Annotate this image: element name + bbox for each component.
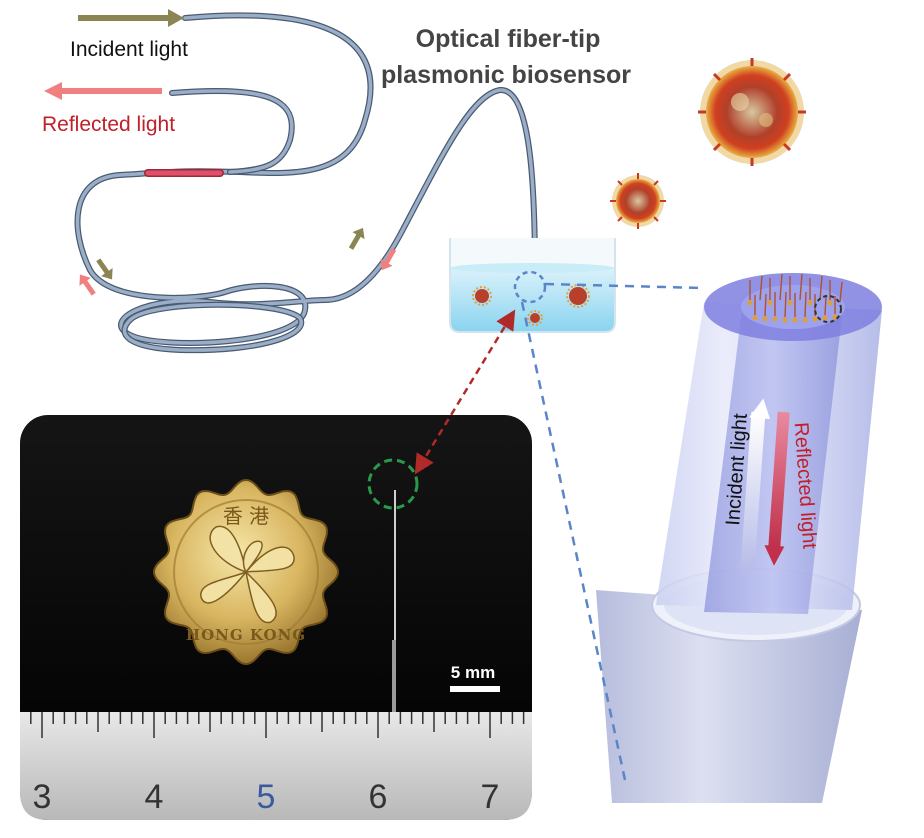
incident-arrow-icon	[78, 9, 184, 27]
virus-large-icon	[698, 58, 806, 166]
coin-text-top: 香 港	[223, 504, 269, 528]
scale-bar-label: 5 mm	[451, 663, 495, 682]
direction-arrows	[79, 227, 397, 296]
reflected-light-label: Reflected light	[42, 113, 175, 136]
ruler-number: 7	[481, 778, 500, 816]
tip-highlight-circle	[513, 270, 547, 304]
photo-tip-highlight-circle	[367, 458, 419, 510]
tip-reflected-arrow-icon	[768, 411, 790, 549]
ruler-number: 6	[369, 778, 388, 816]
plasmonic-nanostructures	[747, 273, 843, 323]
fiber-tip-zoom	[596, 273, 882, 803]
beaker	[449, 238, 616, 333]
antibody-highlight-circle	[814, 295, 842, 323]
ruler-number: 3	[33, 778, 52, 816]
virus-medium-icon	[610, 173, 666, 229]
coin: 香 港 HONG KONG	[152, 478, 340, 666]
zoom-connector-lines	[520, 282, 705, 781]
tip-incident-arrow-icon	[740, 411, 766, 571]
device-photo: 3 4 5 6 7 香 港 HONG KONG 5 mm	[20, 415, 532, 820]
coin-text-bottom: HONG KONG	[186, 626, 306, 644]
ruler-number: 4	[145, 778, 164, 816]
reflected-arrow-icon	[44, 82, 162, 100]
ruler-number: 5	[257, 778, 276, 816]
title-line-1: Optical fiber-tip	[416, 25, 601, 53]
correspondence-arrow	[414, 309, 516, 475]
virus-small-icon	[472, 284, 590, 326]
incident-light-label: Incident light	[70, 38, 188, 61]
scale-bar	[450, 686, 500, 692]
title-line-2: plasmonic biosensor	[381, 61, 631, 89]
ruler: 3 4 5 6 7	[20, 712, 532, 820]
optical-fiber	[74, 12, 538, 354]
